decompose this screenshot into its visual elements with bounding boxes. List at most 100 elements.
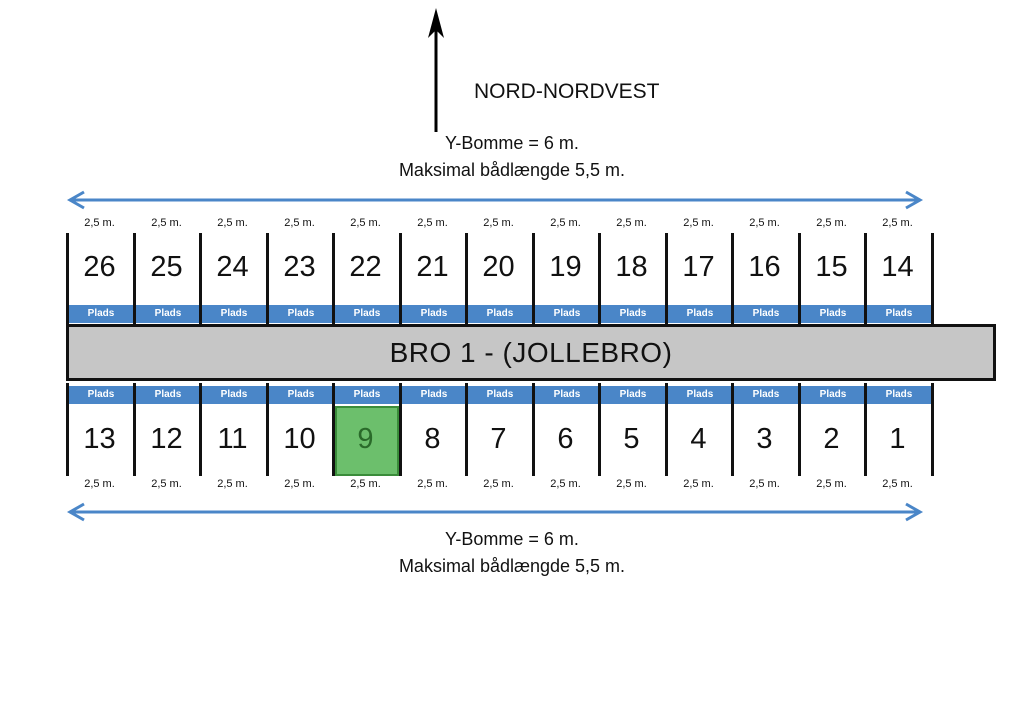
plads-label: Plads (801, 305, 865, 323)
berth-divider (66, 383, 69, 476)
berth-divider (598, 383, 601, 476)
berth-width-label: 2,5 m. (350, 217, 381, 229)
berth-number: 2 (823, 423, 840, 455)
berth-width-label: 2,5 m. (217, 217, 248, 229)
bottom-info: Y-Bomme = 6 m. Maksimal bådlængde 5,5 m. (0, 526, 1024, 580)
top-info-line1: Y-Bomme = 6 m. (445, 133, 579, 153)
berth-divider (199, 233, 202, 324)
plads-label: Plads (468, 305, 532, 323)
berth-number: 7 (490, 423, 507, 455)
plads-label: Plads (402, 386, 466, 404)
plads-label: Plads (69, 305, 133, 323)
berth-divider (399, 383, 402, 476)
plads-label: Plads (867, 305, 931, 323)
berth-width-label: 2,5 m. (683, 217, 714, 229)
berth-width-label: 2,5 m. (749, 478, 780, 490)
berth-divider (731, 383, 734, 476)
berth-number: 23 (283, 251, 316, 283)
berth-divider (133, 233, 136, 324)
berth-number: 1 (889, 423, 906, 455)
north-arrow-icon (428, 8, 444, 132)
plads-label: Plads (601, 386, 665, 404)
berth-number: 5 (623, 423, 640, 455)
berth-divider (598, 233, 601, 324)
plads-label: Plads (136, 386, 200, 404)
plads-label: Plads (801, 386, 865, 404)
berth-width-label: 2,5 m. (550, 217, 581, 229)
berth-width-label: 2,5 m. (84, 478, 115, 490)
berth-number: 26 (83, 251, 116, 283)
berth-divider (665, 233, 668, 324)
dock-label: BRO 1 - (JOLLEBRO) (389, 337, 673, 368)
berth-width-label: 2,5 m. (483, 478, 514, 490)
top-span-arrow (66, 190, 924, 210)
berth-number: 24 (216, 251, 249, 283)
berth-divider (864, 383, 867, 476)
berth-number: 6 (557, 423, 574, 455)
berth-width-label: 2,5 m. (284, 217, 315, 229)
berth-divider (266, 233, 269, 324)
berth-divider (199, 383, 202, 476)
berth-width-label: 2,5 m. (616, 478, 647, 490)
bottom-span-arrow (66, 502, 924, 522)
berth-number: 20 (482, 251, 515, 283)
berth-5[interactable]: Plads 5 2,5 m. (598, 383, 665, 630)
berth-divider (665, 383, 668, 476)
plads-label: Plads (668, 386, 732, 404)
plads-label: Plads (468, 386, 532, 404)
berth-number: 8 (424, 423, 441, 455)
berth-7[interactable]: Plads 7 2,5 m. (465, 383, 532, 630)
berth-divider (465, 383, 468, 476)
berth-divider (465, 233, 468, 324)
plads-label: Plads (402, 305, 466, 323)
berth-divider (532, 233, 535, 324)
row-end-divider (931, 383, 934, 476)
plads-label: Plads (734, 386, 798, 404)
plads-label: Plads (535, 305, 599, 323)
berth-number: 19 (549, 251, 582, 283)
plads-label: Plads (136, 305, 200, 323)
berth-width-label: 2,5 m. (882, 217, 913, 229)
berth-number: 14 (881, 251, 914, 283)
plads-label: Plads (601, 305, 665, 323)
berth-number: 11 (217, 423, 248, 455)
bottom-info-line2: Maksimal bådlængde 5,5 m. (398, 556, 626, 576)
berth-number: 12 (150, 423, 183, 455)
plads-label: Plads (269, 305, 333, 323)
berth-number: 15 (815, 251, 848, 283)
berth-number: 16 (748, 251, 781, 283)
berth-width-label: 2,5 m. (683, 478, 714, 490)
berth-divider (532, 383, 535, 476)
plads-label: Plads (335, 386, 399, 404)
berth-width-label: 2,5 m. (84, 217, 115, 229)
bottom-info-line1: Y-Bomme = 6 m. (445, 529, 579, 549)
berth-divider (798, 233, 801, 324)
plads-label: Plads (202, 305, 266, 323)
berth-number: 17 (682, 251, 715, 283)
